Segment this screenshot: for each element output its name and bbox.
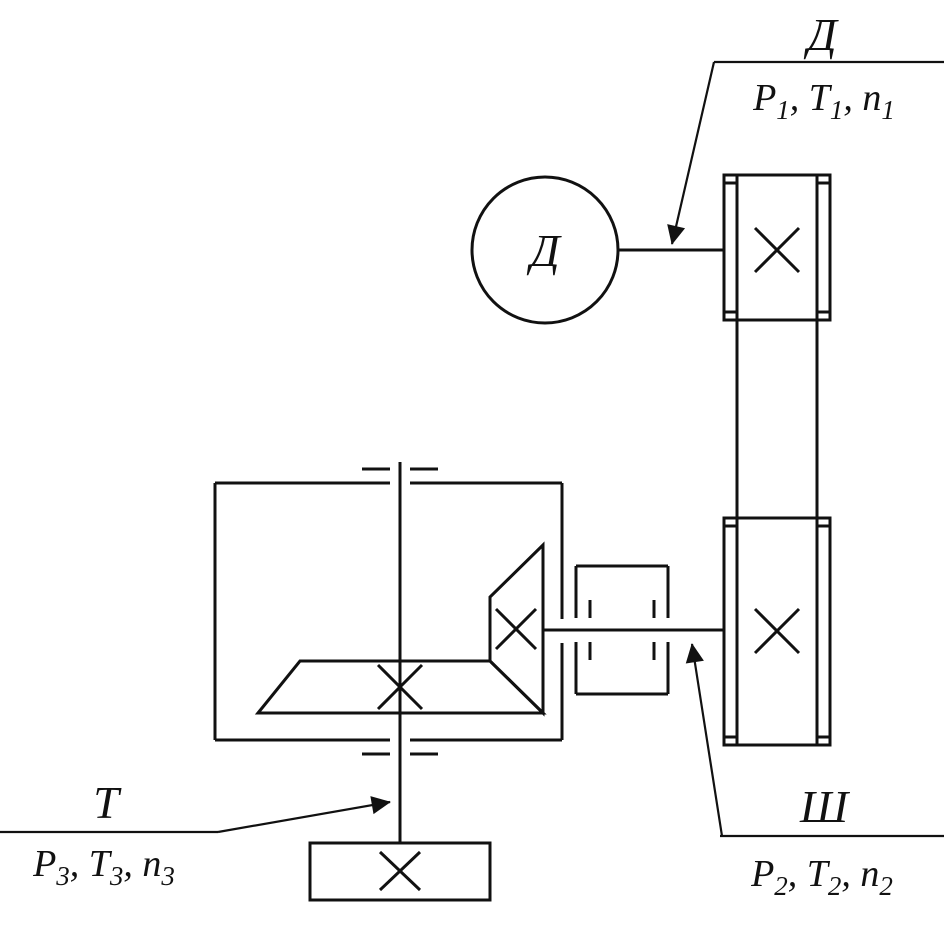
- callout-belt-leader: [685, 643, 724, 837]
- callout-motor: Д P1, T1, n1: [667, 9, 944, 245]
- pulley-top-cross-icon: [753, 226, 801, 274]
- reducer-housing: [213, 481, 564, 742]
- bevel-pinion: [488, 541, 545, 717]
- callout-belt: Ш P2, T2, n2: [685, 643, 944, 901]
- drum-rect: [308, 841, 492, 902]
- callout-motor-params: P1, T1, n1: [752, 77, 895, 125]
- belt-drive: [722, 173, 832, 747]
- callout-drum: Т P3, T3, n3: [0, 777, 391, 891]
- callout-motor-leader: [667, 61, 716, 245]
- callout-drum-name: Т: [93, 777, 122, 828]
- callout-drum-leader: [217, 796, 391, 834]
- reducer: [213, 462, 724, 843]
- motor: Д: [470, 175, 724, 325]
- gear-large-cross-icon: [376, 663, 424, 711]
- pulley-flange-ticks: [724, 181, 830, 739]
- motor-label: Д: [526, 225, 562, 276]
- pinion-cross-icon: [494, 607, 538, 651]
- drum-cross-icon: [378, 850, 422, 892]
- callout-belt-params: P2, T2, n2: [750, 853, 893, 901]
- pulley-top: [722, 173, 832, 322]
- pulley-bottom-cross-icon: [753, 607, 801, 655]
- callout-drum-params: P3, T3, n3: [32, 843, 175, 891]
- callout-motor-name: Д: [803, 9, 839, 60]
- coupling-hub-ticks: [588, 600, 656, 660]
- coupling: [574, 564, 670, 696]
- callout-belt-name: Ш: [799, 781, 851, 832]
- drum: [308, 841, 492, 902]
